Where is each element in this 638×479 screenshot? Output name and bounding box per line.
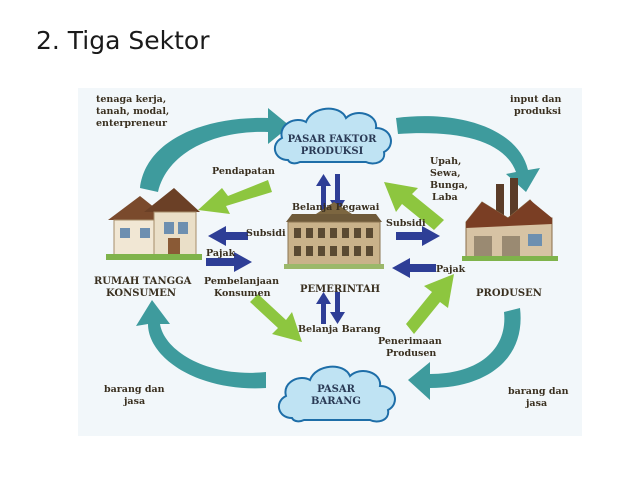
label-barang-jasa-right-2: jasa [525,398,547,409]
navy-arrow-down2-shaft [335,292,340,314]
label-producer: PRODUSEN [476,288,542,299]
navy-arrow-pajak-left [206,252,252,272]
green-arrow-pendapatan [198,180,272,214]
label-subsidi-right: Subsidi [386,218,426,229]
navy-arrow-down-shaft [335,174,340,202]
navy-arrow-up2-shaft [321,302,326,324]
label-factors-offered-3: enterpreneur [96,118,168,129]
label-laba: Laba [432,192,458,203]
label-upah: Upah, [430,156,461,167]
navy-arrow-up-shaft [321,184,326,212]
label-household-1: RUMAH TANGGA [94,276,192,287]
label-pajak-right: Pajak [436,264,466,275]
label-barang-jasa-left-2: jasa [123,396,145,407]
factory-icon [462,178,558,261]
house-icon [106,188,202,260]
label-belanja-barang: Belanja Barang [298,324,381,335]
label-belanja-pegawai: Belanja Pegawai [292,202,380,213]
label-factors-offered-2: tanah, modal, [96,106,169,117]
label-input-produksi-2: produksi [514,106,561,117]
navy-arrow-down2-head [330,312,345,324]
green-arrow-upah [384,182,444,230]
teal-arrow-bottom-right [408,308,521,400]
label-barang-jasa-left-1: barang dan [104,384,165,395]
outer-cycle-arrows [136,108,540,400]
three-sector-diagram: PASAR FAKTOR PRODUKSI PASAR BARANG [78,88,582,436]
teal-arrow-bottom-left [136,300,266,389]
goods-market-label-1: PASAR [317,384,356,395]
teal-arrow-top-right [396,116,540,192]
navy-arrows [206,174,440,324]
navy-arrow-subsidi-right [396,226,440,246]
navy-arrow-up-head [316,174,331,186]
label-pajak-left: Pajak [206,248,236,259]
green-arrow-penerimaan [406,274,454,334]
green-arrows [198,180,454,342]
goods-market-label-2: BARANG [311,396,361,407]
slide-title: 2. Tiga Sektor [36,26,210,55]
diagram-labels: tenaga kerja, tanah, modal, enterpreneur… [94,94,569,409]
label-input-produksi-1: input dan [510,94,562,105]
factor-market-label-1: PASAR FAKTOR [288,134,377,145]
label-penerimaan-2: Produsen [386,348,436,359]
label-government: PEMERINTAH [300,284,380,295]
factor-market-label-2: PRODUKSI [301,146,364,157]
navy-arrow-subsidi-left [208,226,248,246]
navy-arrow-up2-head [316,292,331,304]
label-penerimaan-1: Penerimaan [378,336,442,347]
green-arrow-pembelanjaan [250,294,302,342]
label-pembelanjaan-1: Pembelanjaan [204,276,279,287]
label-barang-jasa-right-1: barang dan [508,386,569,397]
navy-arrow-pajak-right [392,258,436,278]
label-subsidi-left: Subsidi [246,228,286,239]
label-bunga: Bunga, [430,180,468,191]
label-factors-offered-1: tenaga kerja, [96,94,166,105]
teal-arrow-top-left [140,108,290,192]
label-pendapatan: Pendapatan [212,166,275,177]
factor-market-cloud: PASAR FAKTOR PRODUKSI [273,107,392,165]
government-building-icon [284,202,384,269]
label-sewa: Sewa, [430,168,461,179]
label-household-2: KONSUMEN [106,288,176,299]
goods-market-cloud: PASAR BARANG [277,365,396,423]
label-pembelanjaan-2: Konsumen [214,288,271,299]
